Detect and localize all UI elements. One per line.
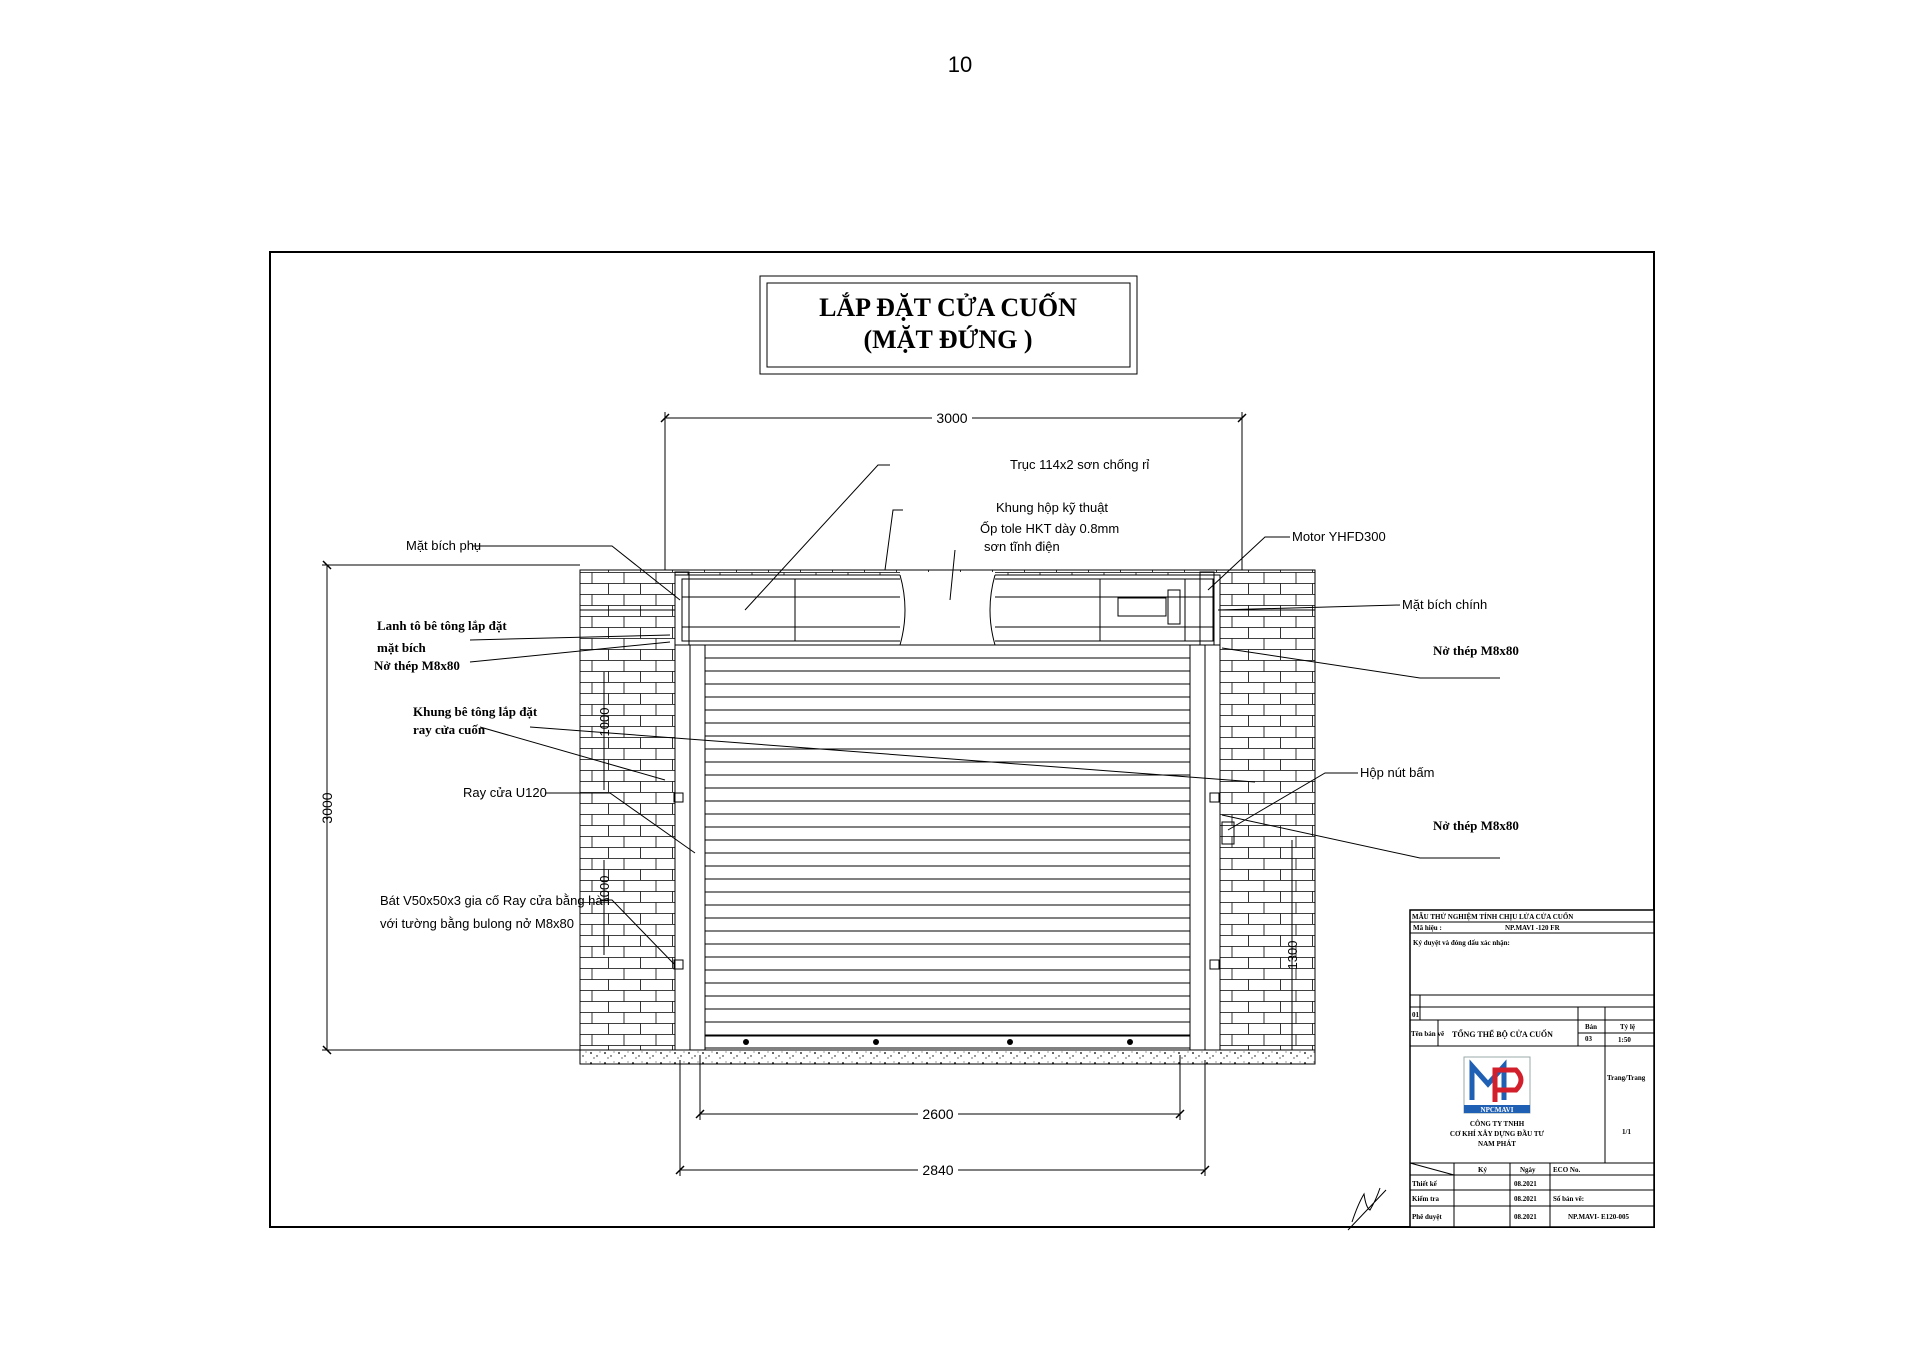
roller-shutter (704, 644, 1191, 1051)
label-anchor-right-mid: Nở thép M8x80 (1433, 818, 1519, 833)
tb-date-3: 08.2021 (1514, 1213, 1537, 1221)
label-anchor-left: Nở thép M8x80 (374, 658, 460, 673)
signature (1347, 1187, 1387, 1231)
tb-row-design: Thiết kế (1412, 1180, 1438, 1188)
dim-inner-width: 2600 (922, 1106, 953, 1122)
tb-scale-label: Tỷ lệ (1620, 1023, 1635, 1031)
technical-box (674, 571, 1215, 650)
dim-top-width: 3000 (936, 410, 967, 426)
drawing-title: LẮP ĐẶT CỬA CUỐN (MẶT ĐỨNG ) (759, 275, 1138, 375)
tb-doc-no-label: Số bản vẽ: (1553, 1195, 1584, 1203)
label-button-box: Hộp nút bấm (1360, 765, 1434, 780)
label-cladding: Ốp tole HKT dày 0.8mm (980, 521, 1119, 536)
label-concrete-frame-line-1: Khung bê tông lắp đặt (413, 704, 538, 719)
tb-code-value: NP.MAVI -120 FR (1505, 924, 1561, 932)
motor-body (1117, 597, 1167, 617)
rail-frame (674, 644, 1221, 1051)
label-paint: sơn tĩnh điện (984, 539, 1060, 554)
tb-page-label: Trang/Trang (1607, 1074, 1646, 1082)
dim-spacing-upper: 1000 (597, 708, 612, 737)
tb-date-1: 08.2021 (1514, 1180, 1537, 1188)
label-frame-box: Khung hộp kỹ thuật (996, 500, 1108, 515)
button-box (1221, 821, 1235, 845)
tb-page-value: 1/1 (1622, 1128, 1631, 1136)
tb-approval: Ký duyệt và đóng dấu xác nhận: (1413, 939, 1510, 947)
title-block: MẪU THỬ NGHIỆM TÍNH CHỊU LỬA CỬA CUỐN Mã… (1409, 909, 1655, 1228)
company-logo: NPCMAVI (1463, 1056, 1531, 1114)
tb-code-label: Mã hiệu : (1413, 924, 1442, 932)
page-number: 10 (947, 52, 973, 77)
label-bracket-line-1: Bát V50x50x3 gia cố Ray cửa bằng hàn (380, 893, 610, 908)
ground (579, 1049, 1316, 1065)
label-anchor-right-top: Nở thép M8x80 (1433, 643, 1519, 658)
tb-company-line-3: NAM PHÁT (1478, 1140, 1516, 1148)
leader-lines (469, 464, 1500, 966)
tb-company-line-2: CƠ KHÍ XÂY DỰNG ĐẦU TƯ (1450, 1130, 1545, 1138)
tb-row-approve: Phê duyệt (1412, 1213, 1442, 1221)
dimensions: 3000 3000 2600 2840 1000 1000 1300 (319, 410, 1300, 1178)
label-axle: Trục 114x2 sơn chống rỉ (1010, 457, 1149, 472)
tb-doc-no: NP.MAVI- E120-005 (1568, 1213, 1630, 1221)
tb-row-check: Kiểm tra (1412, 1195, 1440, 1203)
tb-sheet-value: 03 (1585, 1035, 1593, 1043)
tb-header: MẪU THỬ NGHIỆM TÍNH CHỊU LỬA CỬA CUỐN (1412, 913, 1573, 921)
tb-company-line-1: CÔNG TY TNHH (1470, 1120, 1525, 1128)
label-lintel-line-2: mặt bích (377, 640, 427, 655)
title-line-2: (MẶT ĐỨNG ) (864, 325, 1033, 354)
label-aux-flange: Mặt bích phụ (406, 538, 481, 553)
logo-text: NPCMAVI (1481, 1106, 1514, 1114)
drawing-frame (269, 251, 1655, 1228)
label-motor: Motor YHFD300 (1292, 529, 1386, 544)
annotations: Trục 114x2 sơn chống rỉ Khung hộp kỹ thu… (374, 457, 1519, 931)
tb-drawing-name: TỔNG THỂ BỘ CỬA CUỐN (1452, 1029, 1553, 1039)
dim-outer-width: 2840 (922, 1162, 953, 1178)
title-line-1: LẮP ĐẶT CỬA CUỐN (819, 293, 1077, 322)
tb-col-date: Ngày (1520, 1166, 1536, 1174)
dim-left-height: 3000 (319, 792, 335, 823)
tb-scale-value: 1:50 (1618, 1036, 1631, 1044)
tb-col-eco: ECO No. (1553, 1166, 1580, 1174)
tb-rev: 01 (1412, 1011, 1420, 1019)
label-concrete-frame-line-2: ray cửa cuốn (413, 722, 486, 737)
tb-sheet-label: Bản (1585, 1023, 1597, 1031)
dim-button-height: 1300 (1285, 941, 1300, 970)
tb-col-sign: Ký (1478, 1166, 1487, 1174)
label-bracket-line-2: với tường bằng bulong nở M8x80 (380, 916, 574, 931)
label-rail: Ray cửa U120 (463, 785, 547, 800)
tb-drawing-name-label: Tên bản vẽ (1411, 1030, 1444, 1038)
tb-date-2: 08.2021 (1514, 1195, 1537, 1203)
bottom-bar (704, 1035, 1191, 1049)
dim-spacing-lower: 1000 (597, 876, 612, 905)
label-lintel-line-1: Lanh tô bê tông lắp đặt (377, 618, 507, 633)
label-main-flange: Mặt bích chính (1402, 597, 1487, 612)
anchor-markers (673, 792, 1235, 1045)
